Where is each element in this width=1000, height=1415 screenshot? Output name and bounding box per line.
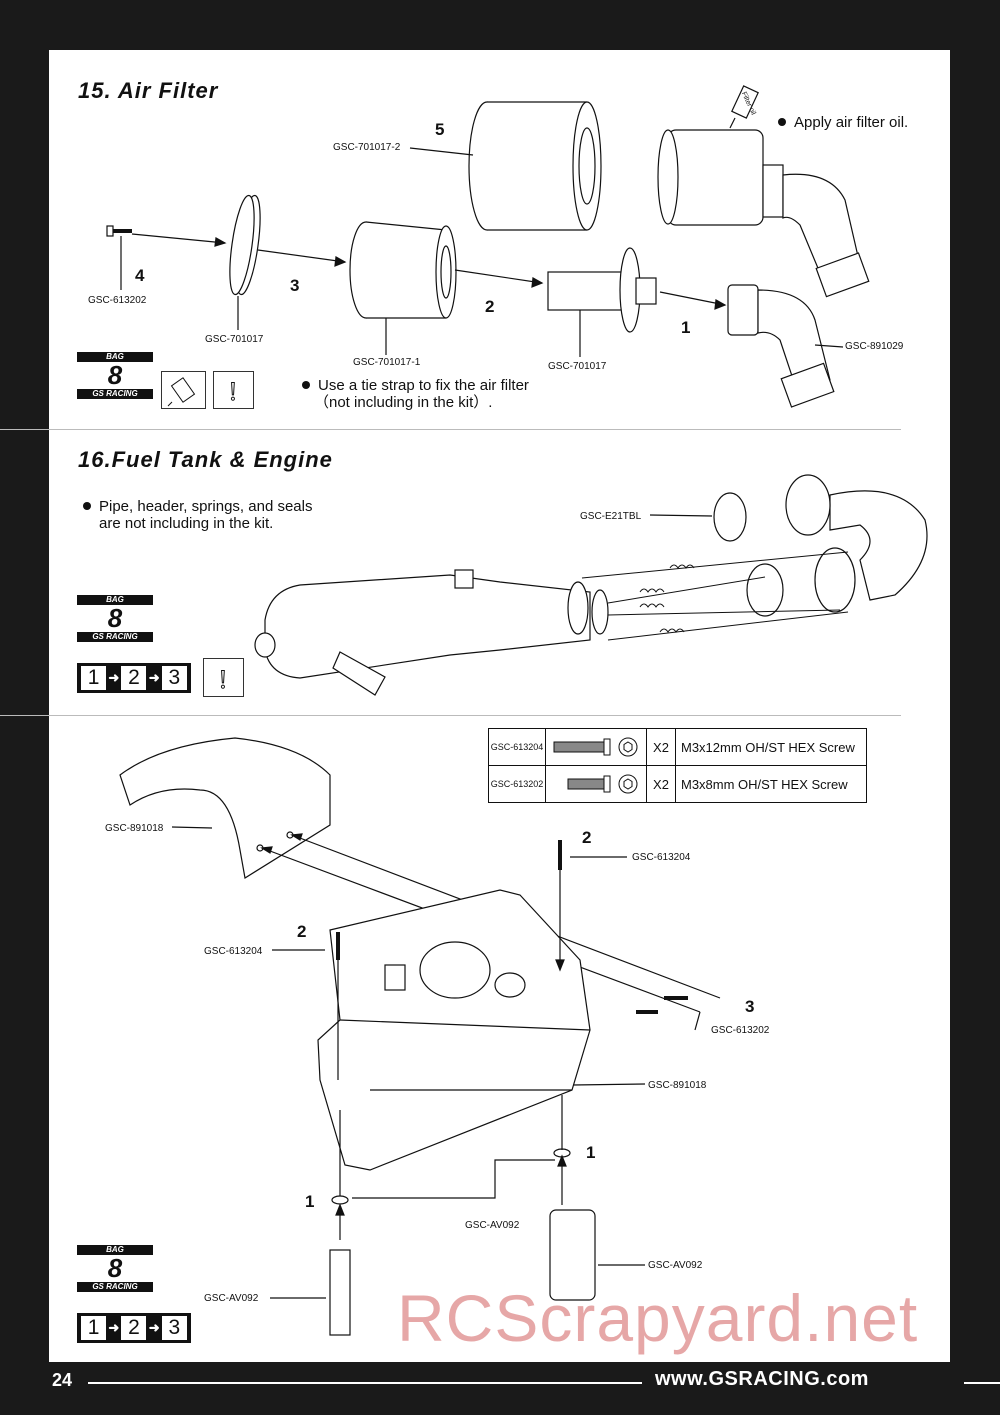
washers-posts — [270, 1095, 645, 1336]
arrow-icon: ➜ — [148, 670, 160, 685]
step-3: 3 — [745, 997, 755, 1016]
label-fuel-tank: GSC-891018 — [648, 1080, 707, 1091]
inner-foam-part — [349, 221, 457, 355]
label-post-left: GSC-AV092 — [204, 1293, 259, 1304]
filter-base-part — [547, 247, 657, 357]
elbow-part — [727, 284, 844, 408]
step-2: 2 — [582, 828, 592, 847]
label-pipe: GSC-E21TBL — [580, 511, 642, 522]
step-1: 1 — [586, 1143, 596, 1162]
step-1: 1 — [681, 318, 691, 337]
section-divider — [0, 715, 901, 716]
note-apply-oil: Apply air filter oil. — [778, 114, 908, 131]
bag-badge: BAG 8 GS RACING — [77, 1245, 153, 1292]
section-divider — [0, 429, 901, 430]
parts-table: GSC-613204 X2 M3x12mm OH/ST HEX Screw GS… — [488, 728, 867, 803]
label-filter-base: GSC-701017 — [548, 361, 607, 372]
step-1: 1 — [305, 1192, 315, 1211]
arrow-icon: ➜ — [108, 670, 120, 685]
label-band: GSC-701017 — [205, 334, 264, 345]
step-3: 3 — [290, 276, 300, 295]
table-row: GSC-613204 X2 M3x12mm OH/ST HEX Screw — [488, 728, 867, 766]
part-code: GSC-613204 — [488, 728, 546, 766]
band-ring-part — [229, 194, 261, 330]
caution-icon: ! — [203, 658, 244, 697]
svg-text:!: ! — [229, 377, 238, 406]
bullet-icon — [302, 381, 310, 389]
sequence-badge: 1➜ 2➜ 3 — [77, 1313, 191, 1343]
bullet-icon — [778, 118, 786, 126]
springs — [581, 551, 849, 641]
label-outer-foam: GSC-701017-2 — [333, 142, 401, 153]
arrow-icon: ➜ — [148, 1320, 160, 1335]
assembled-air-filter — [657, 129, 870, 298]
part-desc: M3x8mm OH/ST HEX Screw — [675, 765, 867, 803]
label-screw-top-right: GSC-613204 — [632, 852, 691, 863]
screws-tank — [272, 840, 701, 1080]
step-2: 2 — [297, 922, 307, 941]
bag-badge: BAG 8 GS RACING — [77, 352, 153, 399]
part-desc: M3x12mm OH/ST HEX Screw — [675, 728, 867, 766]
fuel-tank-part — [317, 889, 646, 1171]
step-2: 2 — [485, 297, 495, 316]
filter-oil-bottle-icon — [729, 85, 759, 129]
arrow-icon: ➜ — [108, 1320, 120, 1335]
engine-part — [254, 569, 591, 696]
caution-icon: ! — [213, 371, 254, 409]
oil-bottle-icon — [161, 371, 206, 409]
part-qty: X2 — [646, 728, 676, 766]
part-qty: X2 — [646, 765, 676, 803]
label-washer: GSC-AV092 — [465, 1220, 520, 1231]
label-inner-foam: GSC-701017-1 — [353, 357, 421, 368]
page-number: 24 — [52, 1370, 73, 1390]
footer-rule — [88, 1382, 642, 1384]
label-heat-guard: GSC-891018 — [105, 823, 164, 834]
header-seals — [567, 581, 609, 635]
label-post-right: GSC-AV092 — [648, 1260, 703, 1271]
step-4: 4 — [135, 266, 145, 285]
screw-short-icon — [545, 765, 647, 803]
manual-page — [49, 50, 950, 1362]
bullet-icon — [83, 502, 91, 510]
sequence-badge: 1➜ 2➜ 3 — [77, 663, 191, 693]
screw-part-4 — [106, 225, 227, 290]
watermark: RCScrapyard.net — [397, 1281, 919, 1355]
section-title-fuel-tank-engine: 16.Fuel Tank & Engine — [78, 447, 333, 472]
label-elbow: GSC-891029 — [845, 341, 904, 352]
heat-guard-part — [119, 737, 331, 879]
label-screw: GSC-613202 — [88, 295, 147, 306]
svg-text:!: ! — [219, 665, 228, 694]
outer-foam-part — [468, 101, 602, 231]
footer-rule — [964, 1382, 1000, 1384]
pipe-header-part — [713, 474, 928, 617]
footer-website: www.GSRACING.com — [655, 1368, 869, 1390]
part-code: GSC-613202 — [488, 765, 546, 803]
table-row: GSC-613202 X2 M3x8mm OH/ST HEX Screw — [488, 765, 867, 803]
label-screw-top-left: GSC-613204 — [204, 946, 263, 957]
step-5: 5 — [435, 120, 445, 139]
section-title-air-filter: 15. Air Filter — [78, 78, 219, 103]
bag-badge: BAG 8 GS RACING — [77, 595, 153, 642]
label-screw-side: GSC-613202 — [711, 1025, 770, 1036]
screw-long-icon — [545, 728, 647, 766]
note-tie-strap: Use a tie strap to fix the air filter（no… — [302, 377, 529, 411]
